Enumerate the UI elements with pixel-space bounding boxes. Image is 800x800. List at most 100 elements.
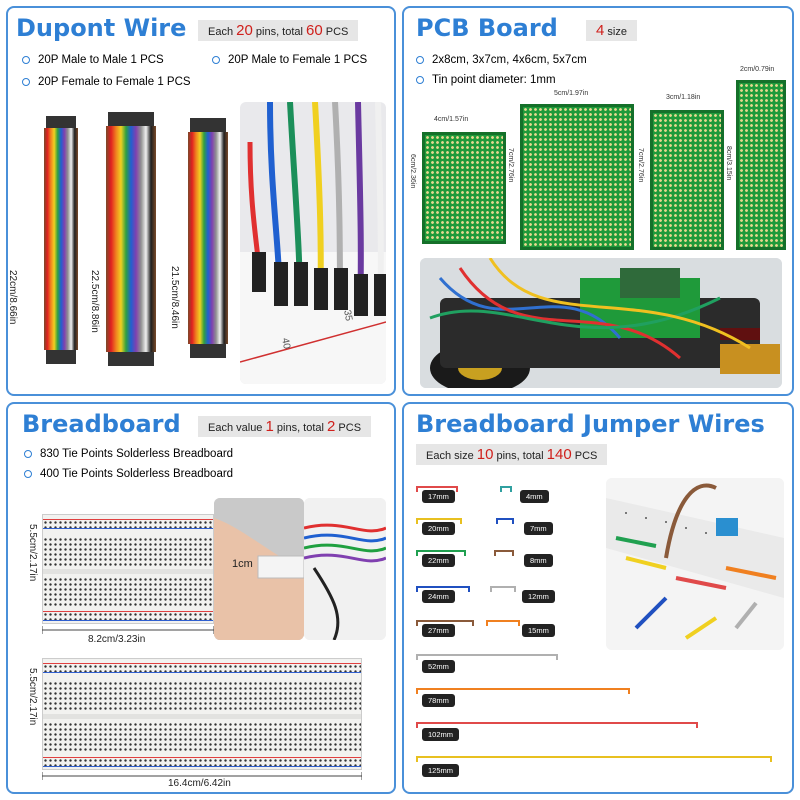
jumper-label-7mm: 7mm <box>524 522 553 535</box>
badge-text: pins, total <box>493 450 547 462</box>
bullet-text: Tin point diameter: 1mm <box>432 74 556 86</box>
jumper-label-125mm: 125mm <box>422 764 460 777</box>
dupont-title: Dupont Wire <box>16 14 187 42</box>
badge-total: 60 <box>306 22 323 39</box>
jumper-wire-17mm <box>416 486 458 492</box>
jumpers-title: Breadboard Jumper Wires <box>416 410 765 438</box>
jumper-wire-4mm <box>500 486 512 492</box>
dupont-wire-bundles <box>44 112 228 366</box>
terminal-strip <box>43 681 361 711</box>
power-rail <box>43 757 361 767</box>
pcb-board-5x7-width: 5cm/1.97in <box>554 90 589 97</box>
bullet-dot-icon <box>24 450 32 458</box>
bullet-text: 400 Tie Points Solderless Breadboard <box>40 468 234 480</box>
jumper-label-12mm: 12mm <box>522 590 555 603</box>
badge-pins: 10 <box>476 446 494 463</box>
wire-photo-art <box>304 498 386 640</box>
bullet-dot-icon <box>212 56 220 64</box>
terminal-strip <box>43 537 213 567</box>
badge-total: 2 <box>327 418 336 435</box>
bullet-dot-icon <box>22 78 30 86</box>
jumpers-badge: Each size 10 pins, total 140 PCS <box>416 444 608 465</box>
jumper-label-8mm: 8mm <box>524 554 553 567</box>
pcb-board-5x7-height: 7cm/2.76in <box>507 148 514 183</box>
pcb-board-4x6-width: 4cm/1.57in <box>434 116 469 123</box>
small-breadboard-width-line <box>42 626 214 634</box>
big-breadboard-width: 16.4cm/6.42in <box>168 778 231 789</box>
jumper-label-24mm: 24mm <box>422 590 455 603</box>
jumper-wire-20mm <box>416 518 462 524</box>
jumper-wire-102mm <box>416 722 698 728</box>
dupont-badge: Each 20 pins, total 60 PCS <box>198 20 359 41</box>
photo-mark-35: 35 <box>341 309 354 322</box>
jumper-label-4mm: 4mm <box>520 490 549 503</box>
bullet-dot-icon <box>416 76 424 84</box>
jumper-wire-15mm <box>486 620 520 626</box>
badge-text: size <box>604 26 627 38</box>
jumper-wire-27mm <box>416 620 474 626</box>
jumper-wire-8mm <box>494 550 514 556</box>
power-rail <box>43 611 213 621</box>
jumper-wire-52mm <box>416 654 558 660</box>
small-breadboard-width: 8.2cm/3.23in <box>88 634 146 645</box>
dupont-length-1: 22cm/8.66in <box>7 270 18 325</box>
jumper-label-78mm: 78mm <box>422 694 455 707</box>
bullet-text: 20P Female to Female 1 PCS <box>38 76 191 88</box>
jumper-wire-24mm <box>416 586 470 592</box>
pcb-board-4x6-height: 6cm/2.36in <box>409 154 416 189</box>
pcb-board-4x6 <box>422 132 506 244</box>
terminal-strip <box>43 722 361 752</box>
bullet-text: 20P Male to Male 1 PCS <box>38 54 164 66</box>
jumper-label-27mm: 27mm <box>422 624 455 637</box>
badge-text: pins, total <box>252 26 307 38</box>
dupont-bullet-3: 20P Female to Female 1 PCS <box>22 76 191 88</box>
power-rail <box>43 519 213 529</box>
jumper-label-22mm: 22mm <box>422 554 455 567</box>
pcb-board-2x8-width: 2cm/0.79in <box>740 66 775 73</box>
badge-pins: 1 <box>265 418 274 435</box>
pcb-robot-photo-art <box>420 258 782 388</box>
jumper-label-52mm: 52mm <box>422 660 455 673</box>
photo-mark-40: 40 <box>279 337 292 350</box>
jumper-label-15mm: 15mm <box>522 624 555 637</box>
breadboard-panel: Breadboard Each value 1 pins, total 2 PC… <box>6 402 396 794</box>
dupont-length-3: 21.5cm/8.46in <box>169 266 180 329</box>
pcb-robot-photo <box>420 258 782 388</box>
pcb-panel: PCB Board 4 size 2x8cm, 3x7cm, 4x6cm, 5x… <box>402 6 794 396</box>
jumper-wire-78mm <box>416 688 630 694</box>
badge-text: PCS <box>571 450 598 462</box>
big-breadboard-height: 5.5cm/2.17in <box>27 668 38 726</box>
small-breadboard-height: 5.5cm/2.17in <box>27 524 38 582</box>
power-rail <box>43 663 361 673</box>
jumpers-panel: Breadboard Jumper Wires Each size 10 pin… <box>402 402 794 794</box>
badge-text: Each <box>208 26 237 38</box>
jumper-wire-22mm <box>416 550 466 556</box>
terminal-strip <box>43 577 213 607</box>
breadboard-bullet-2: 400 Tie Points Solderless Breadboard <box>24 468 233 480</box>
pcb-bullet-2: Tin point diameter: 1mm <box>416 74 556 86</box>
jumper-label-102mm: 102mm <box>422 728 460 741</box>
breadboard-finger-photo: 1cm <box>214 498 304 640</box>
badge-text: Each value <box>208 422 266 434</box>
big-breadboard-width-line <box>42 772 362 780</box>
pcb-board-3x7 <box>650 110 724 250</box>
center-channel <box>43 714 361 719</box>
pcb-bullet-1: 2x8cm, 3x7cm, 4x6cm, 5x7cm <box>416 54 587 66</box>
pcb-board-5x7 <box>520 104 634 250</box>
breadboard-badge: Each value 1 pins, total 2 PCS <box>198 416 372 437</box>
breadboard-bullet-1: 830 Tie Points Solderless Breadboard <box>24 448 233 460</box>
badge-text: PCS <box>335 422 362 434</box>
jumper-label-17mm: 17mm <box>422 490 455 503</box>
badge-text: PCS <box>322 26 349 38</box>
breadboard-title: Breadboard <box>22 410 181 438</box>
badge-pins: 20 <box>236 22 253 39</box>
breadboard-photo-label: 1cm <box>232 558 253 570</box>
breadboard-830 <box>42 658 362 770</box>
bullet-dot-icon <box>22 56 30 64</box>
bullet-text: 20P Male to Female 1 PCS <box>228 54 368 66</box>
dupont-bullet-1: 20P Male to Male 1 PCS <box>22 54 164 66</box>
badge-size-count: 4 <box>596 22 605 39</box>
jumper-label-20mm: 20mm <box>422 522 455 535</box>
bullet-text: 830 Tie Points Solderless Breadboard <box>40 448 234 460</box>
finger-photo-art <box>214 498 304 640</box>
